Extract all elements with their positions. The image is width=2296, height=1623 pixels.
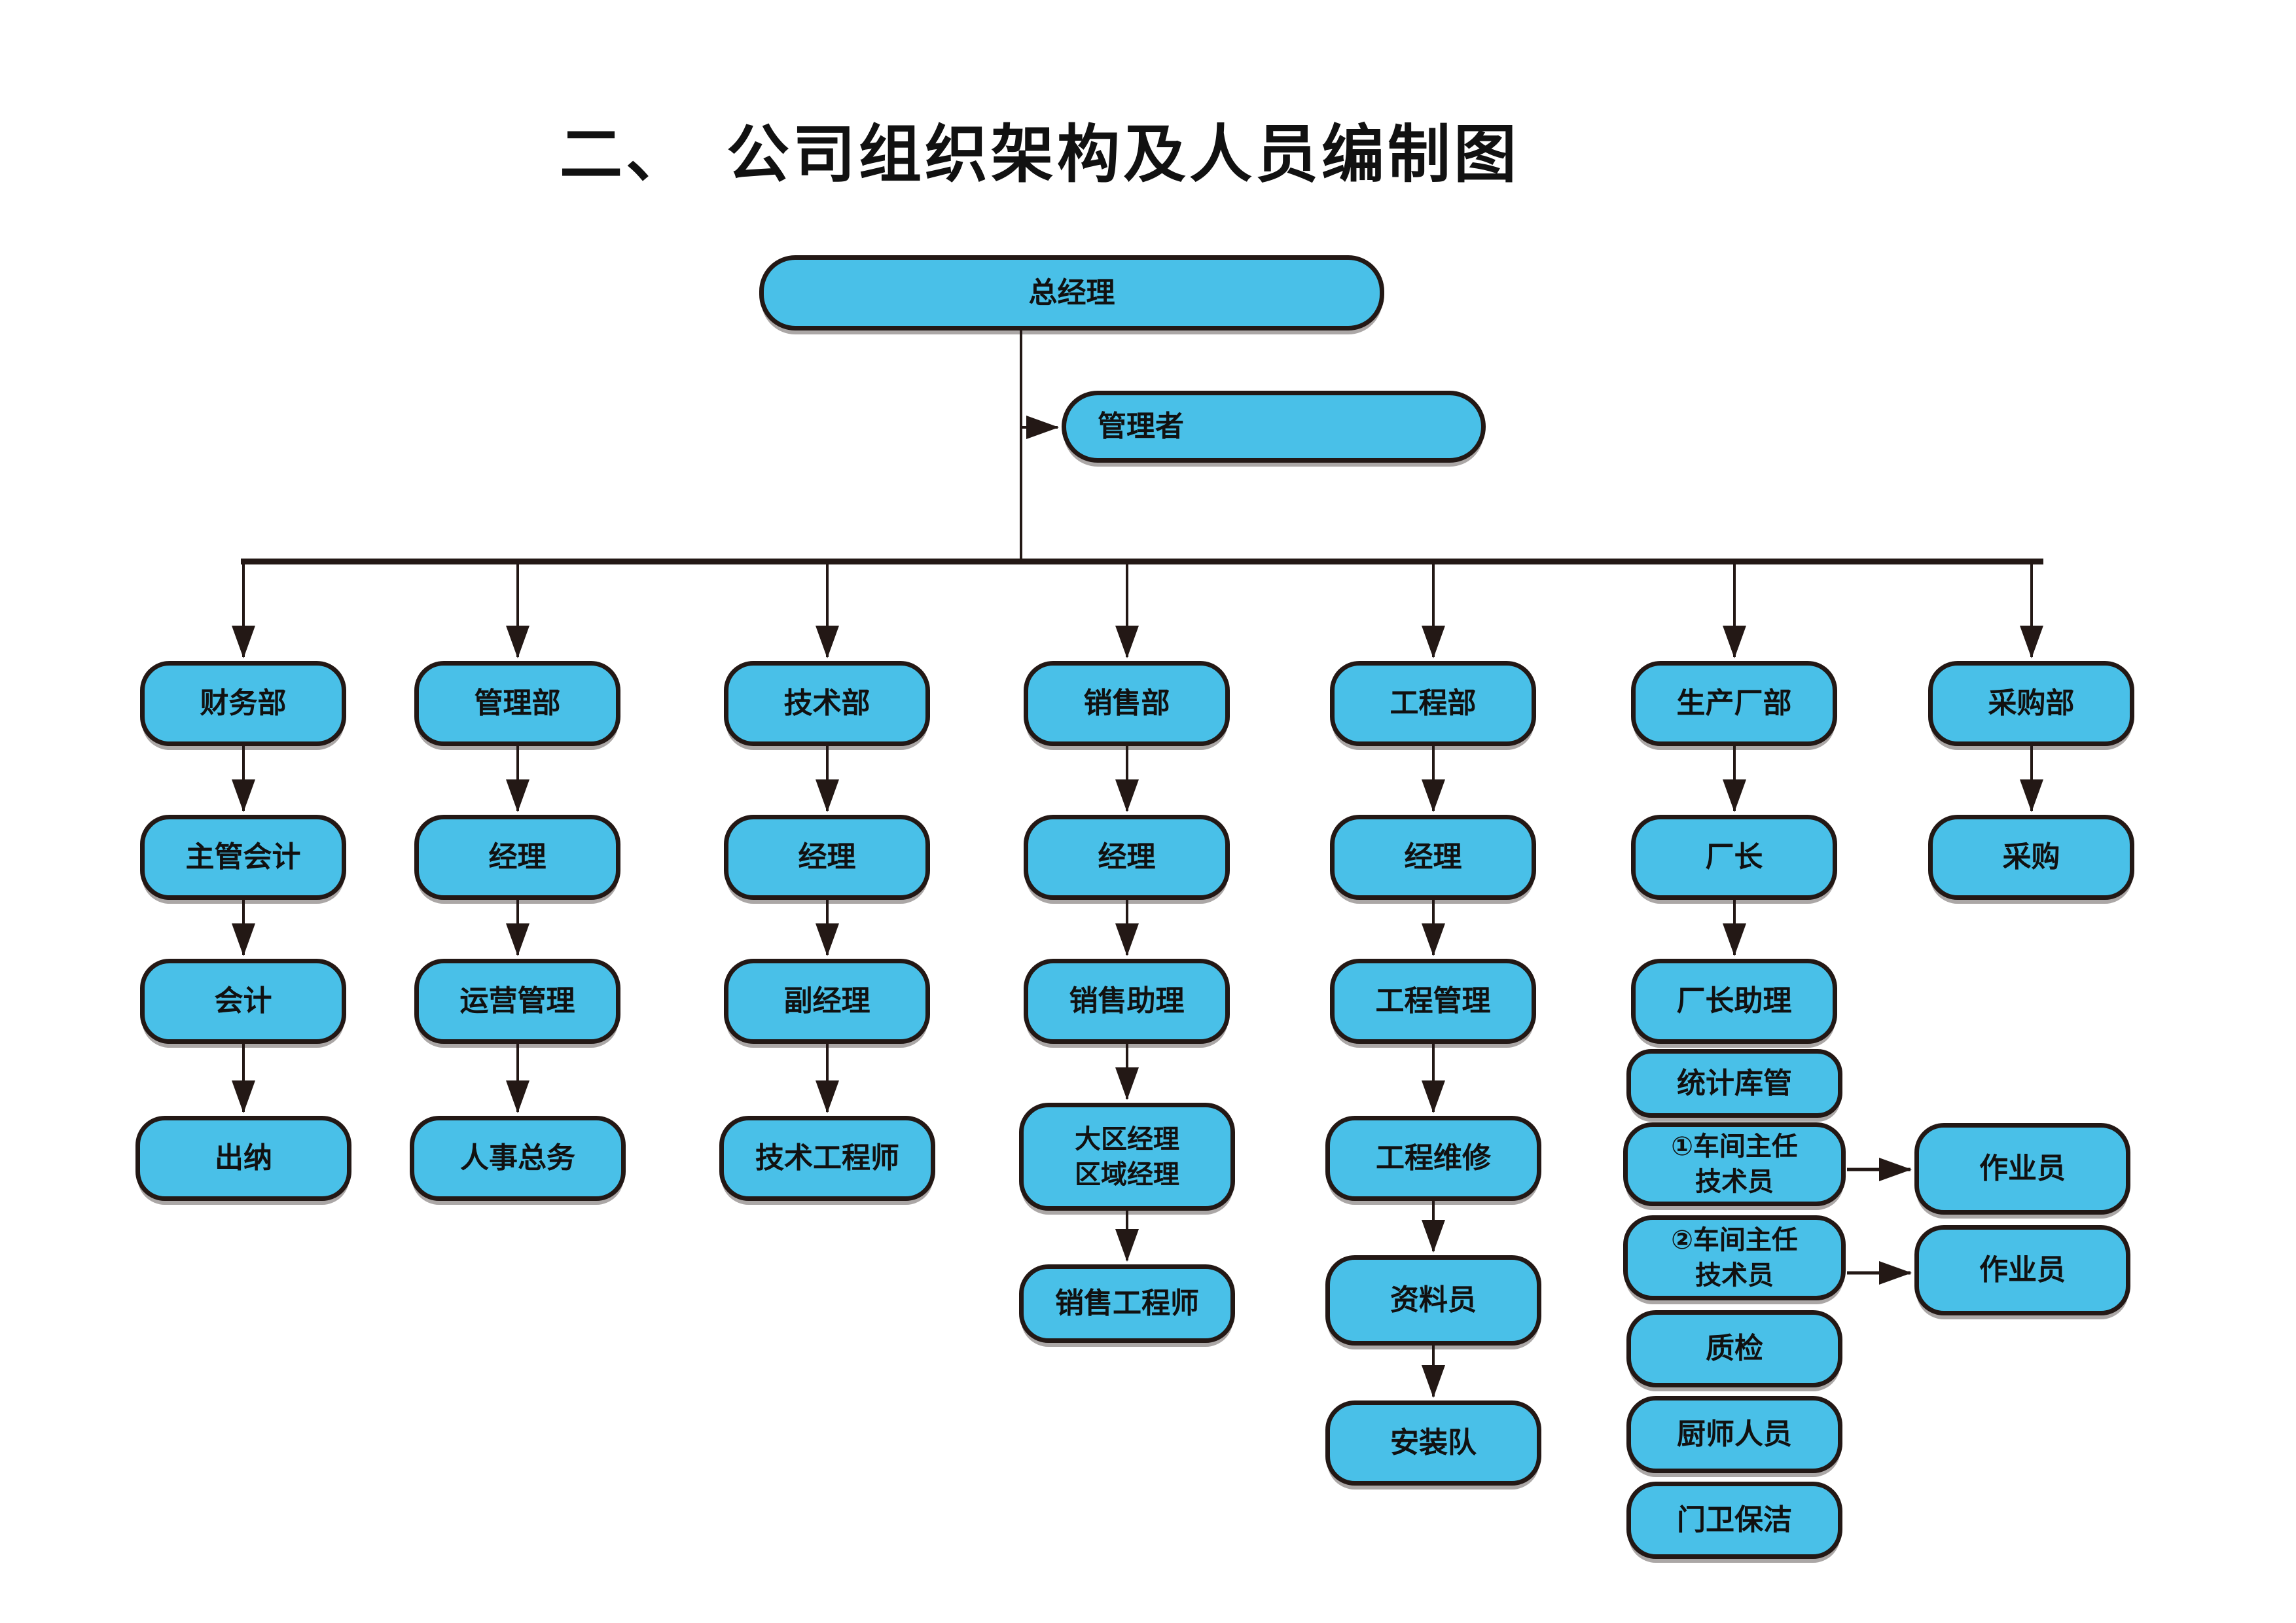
node-operator-2: 作业员 xyxy=(1914,1225,2130,1315)
node-deputy-manager: 副经理 xyxy=(724,959,930,1044)
node-operator-1: 作业员 xyxy=(1914,1123,2130,1215)
node-quality-inspection: 质检 xyxy=(1626,1310,1842,1387)
node-engineering-management: 工程管理 xyxy=(1330,959,1536,1044)
node-kitchen-staff: 厨师人员 xyxy=(1626,1396,1842,1473)
node-admin-dept: 管理部 xyxy=(414,661,620,746)
node-purchaser: 采购 xyxy=(1928,815,2134,900)
node-engineering-dept: 工程部 xyxy=(1330,661,1536,746)
node-operations-management: 运营管理 xyxy=(414,959,620,1044)
node-workshop-director-1: ①车间主任 技术员 xyxy=(1623,1122,1846,1206)
node-tech-manager: 经理 xyxy=(724,815,930,900)
node-stats-warehouse: 统计库管 xyxy=(1626,1049,1842,1118)
node-chief-accountant: 主管会计 xyxy=(140,815,346,900)
node-tech-dept: 技术部 xyxy=(724,661,930,746)
node-accountant: 会计 xyxy=(140,959,346,1044)
node-installation-team: 安装队 xyxy=(1325,1400,1541,1486)
node-admin-manager: 经理 xyxy=(414,815,620,900)
node-sales-engineer: 销售工程师 xyxy=(1019,1264,1235,1343)
node-cashier: 出纳 xyxy=(135,1116,351,1201)
node-sales-manager: 经理 xyxy=(1024,815,1230,900)
node-documentation-clerk: 资料员 xyxy=(1325,1255,1541,1346)
node-engineering-manager: 经理 xyxy=(1330,815,1536,900)
node-engineering-maintenance: 工程维修 xyxy=(1325,1116,1541,1201)
node-general-manager: 总经理 xyxy=(759,255,1384,330)
page-title: 二、 公司组织架构及人员编制图 xyxy=(560,118,1520,191)
node-sales-dept: 销售部 xyxy=(1024,661,1230,746)
node-sales-assistant: 销售助理 xyxy=(1024,959,1230,1044)
node-technical-engineer: 技术工程师 xyxy=(719,1116,935,1201)
node-hr-general-affairs: 人事总务 xyxy=(410,1116,626,1201)
node-security-cleaning: 门卫保洁 xyxy=(1626,1482,1842,1559)
node-manager: 管理者 xyxy=(1062,391,1486,463)
node-factory-director-assistant: 厂长助理 xyxy=(1631,959,1837,1044)
node-production-dept: 生产厂部 xyxy=(1631,661,1837,746)
node-purchasing-dept: 采购部 xyxy=(1928,661,2134,746)
node-workshop-director-2: ②车间主任 技术员 xyxy=(1623,1215,1846,1300)
node-factory-director: 厂长 xyxy=(1631,815,1837,900)
node-finance-dept: 财务部 xyxy=(140,661,346,746)
node-regional-manager: 大区经理 区域经理 xyxy=(1019,1103,1235,1211)
